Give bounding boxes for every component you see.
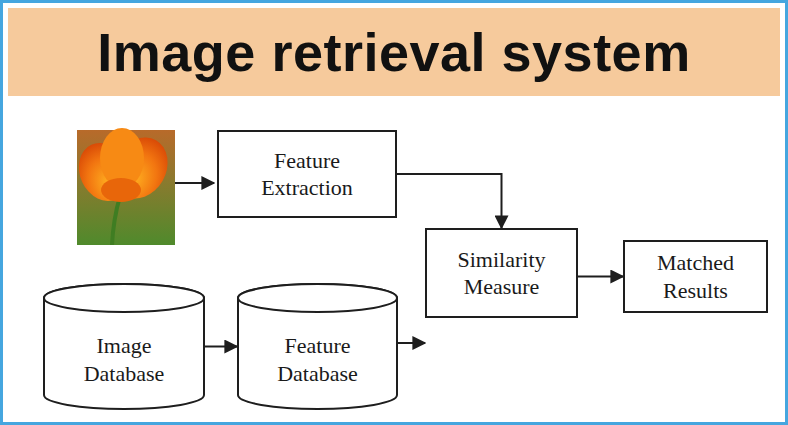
process-box: Feature Extraction [217, 130, 397, 218]
process-box: Similarity Measure [425, 228, 578, 318]
database-cylinder: Image Database [43, 283, 205, 410]
database-cylinder: Feature Database [237, 283, 398, 410]
node-label: Feature Database [277, 332, 358, 387]
node-label: Feature Extraction [261, 147, 353, 202]
node-label: Image Database [84, 332, 165, 387]
cylinder-top [44, 284, 204, 312]
cylinder-top [238, 284, 397, 312]
flow-arrow [578, 276, 623, 278]
output-box: Matched Results [623, 240, 768, 313]
node-label: Matched Results [657, 249, 734, 304]
flow-arrow [397, 174, 502, 228]
node-label: Similarity Measure [458, 246, 546, 301]
cylinder-body [238, 284, 397, 409]
cylinder-body [44, 284, 204, 409]
title-band: Image retrieval system [8, 8, 780, 96]
flow-arrow [205, 346, 237, 348]
title-text: Image retrieval system [97, 21, 690, 83]
flow-arrow [398, 342, 425, 344]
